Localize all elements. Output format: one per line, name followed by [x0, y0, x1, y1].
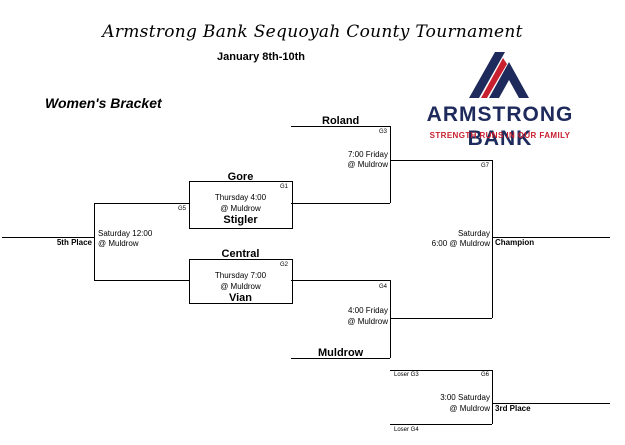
- fifth-place-label: 5th Place: [56, 238, 92, 247]
- game-g2-label: G2: [280, 262, 289, 268]
- game-g4-label: G4: [379, 284, 388, 290]
- game-g6-label: G6: [481, 372, 490, 378]
- team-muldrow: Muldrow: [318, 347, 364, 359]
- game-g6-venue: @ Muldrow: [449, 404, 490, 413]
- game-g1-label: G1: [280, 184, 289, 190]
- g6-connector: [492, 370, 493, 424]
- game-g3-venue: @ Muldrow: [347, 160, 388, 169]
- game-g4-venue: @ Muldrow: [347, 317, 388, 326]
- third-place-label: 3rd Place: [495, 404, 531, 413]
- team-gore: Gore: [227, 171, 254, 183]
- g6-top-line: [390, 370, 492, 371]
- brand-tagline: STRENGTH RUNS IN OUR FAMILY: [429, 131, 571, 140]
- team-vian: Vian: [228, 292, 253, 304]
- g6-bottom-line: [390, 424, 492, 425]
- game-g1-venue: @ Muldrow: [220, 204, 261, 213]
- game-g2-time: Thursday 7:00: [214, 271, 267, 280]
- g5-top-line: [94, 203, 189, 204]
- game-g7-venue: 6:00 @ Muldrow: [431, 239, 490, 248]
- g7-top-line: [390, 160, 492, 161]
- g3-connector: [390, 126, 391, 203]
- loser-g4-label: Loser G4: [394, 427, 419, 433]
- armstrong-bank-logo-icon: [469, 52, 529, 98]
- fifth-place-line: [2, 237, 94, 238]
- game-g3-label: G3: [379, 129, 388, 135]
- g3-top-line: [291, 126, 390, 127]
- third-place-line: [492, 403, 610, 404]
- game-g6-time: 3:00 Saturday: [440, 393, 490, 402]
- game-g1-box: [189, 181, 293, 229]
- game-g2-box: [189, 259, 293, 304]
- game-g5-time: Saturday 12:00: [98, 229, 153, 238]
- g3-bottom-line: [291, 203, 390, 204]
- bracket-heading: Women's Bracket: [45, 95, 162, 111]
- game-g4-time: 4:00 Friday: [347, 306, 388, 315]
- game-g3-time: 7:00 Friday: [347, 150, 388, 159]
- champion-line: [492, 237, 610, 238]
- tournament-dates: January 8th-10th: [217, 51, 306, 63]
- g7-bottom-line: [390, 318, 492, 319]
- game-g7-time: Saturday: [457, 229, 490, 238]
- g5-bottom-line: [94, 280, 189, 281]
- team-stigler: Stigler: [223, 214, 258, 226]
- g4-bottom-line: [291, 358, 390, 359]
- team-central: Central: [221, 248, 260, 260]
- g4-top-line: [291, 280, 390, 281]
- team-roland: Roland: [322, 115, 360, 127]
- champion-label: Champion: [495, 238, 535, 247]
- game-g2-venue: @ Muldrow: [220, 282, 261, 291]
- brand-name: ARMSTRONG BANK: [426, 103, 574, 150]
- game-g7-label: G7: [481, 163, 490, 169]
- game-g1-time: Thursday 4:00: [214, 193, 267, 202]
- game-g5-label: G5: [178, 206, 187, 212]
- g5-connector: [94, 203, 95, 280]
- game-g5-venue: @ Muldrow: [98, 239, 139, 248]
- loser-g3-label: Loser G3: [394, 372, 419, 378]
- g7-connector: [492, 160, 493, 318]
- tournament-title: Armstrong Bank Sequoyah County Tournamen…: [102, 22, 523, 42]
- g4-connector: [390, 280, 391, 358]
